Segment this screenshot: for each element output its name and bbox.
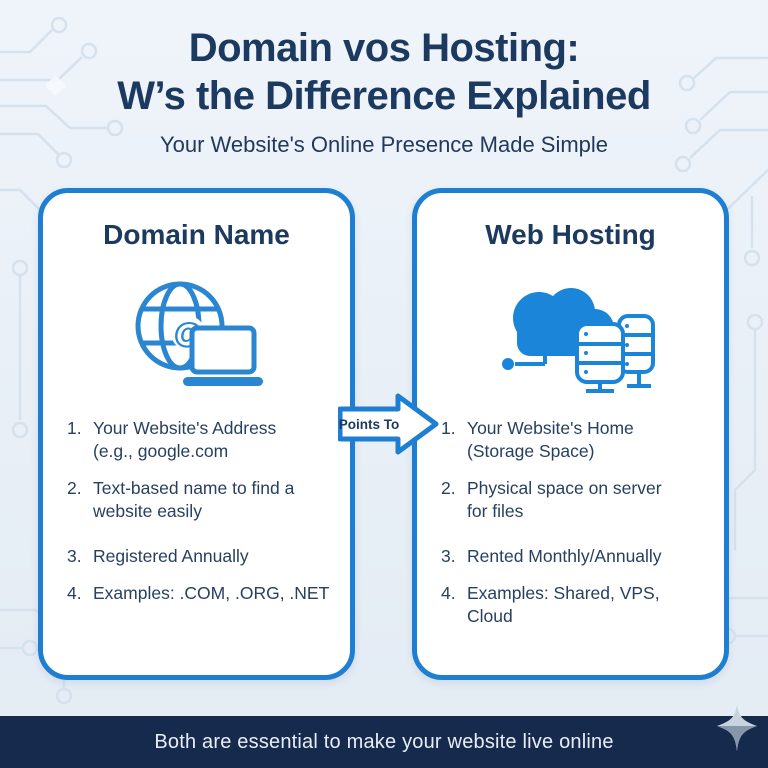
item-number: 2.: [441, 478, 456, 498]
item-text: Your Website's Home (Storage Space): [467, 418, 634, 461]
item-text: Your Website's Address (e.g., google.com: [93, 418, 277, 461]
domain-feature-list: 1. Your Website's Address (e.g., google.…: [43, 411, 350, 605]
header: Domain vos Hosting: W’s the Difference E…: [0, 24, 768, 158]
item-number: 2.: [67, 478, 82, 498]
list-item: 4. Examples: .COM, .ORG, .NET: [67, 582, 336, 605]
list-item: 4. Examples: Shared, VPS, Cloud: [441, 582, 710, 628]
item-text: Examples: .COM, .ORG, .NET: [93, 583, 330, 603]
list-item: 3. Registered Annually: [67, 545, 336, 568]
block-arrow-right-icon: [338, 393, 439, 455]
page-title: Domain vos Hosting: W’s the Difference E…: [0, 24, 768, 120]
item-text: Rented Monthly/Annually: [467, 546, 662, 566]
page-title-line2: W’s the Difference Explained: [117, 74, 651, 118]
item-number: 4.: [441, 583, 456, 603]
page-title-line1: Domain vos Hosting:: [188, 26, 580, 70]
item-number: 1.: [441, 418, 456, 438]
domain-name-card: Domain Name @ 1. Your Website's Address …: [38, 188, 355, 680]
footer-text: Both are essential to make your website …: [154, 730, 614, 753]
item-text: Text-based name to find a website easily: [93, 478, 295, 521]
web-hosting-card: Web Hosting: [412, 188, 729, 680]
item-number: 3.: [67, 546, 82, 566]
list-item: 2. Physical space on server for files: [441, 477, 710, 523]
item-text: Physical space on server for files: [467, 478, 662, 521]
sparkle-icon: [717, 705, 757, 751]
page-subtitle: Your Website's Online Presence Made Simp…: [159, 132, 609, 157]
list-item: 1. Your Website's Home (Storage Space): [441, 417, 710, 463]
domain-icon-wrap: @: [43, 259, 350, 411]
hosting-icon-wrap: [417, 259, 724, 411]
hosting-card-title: Web Hosting: [485, 219, 656, 250]
item-text: Examples: Shared, VPS, Cloud: [467, 583, 660, 626]
list-item: 2. Text-based name to find a website eas…: [67, 477, 336, 523]
points-to-label: Points To: [338, 416, 400, 432]
points-to-connector: Points To: [338, 392, 440, 456]
item-text: Registered Annually: [93, 546, 249, 566]
hosting-feature-list: 1. Your Website's Home (Storage Space) 2…: [417, 411, 724, 628]
footer-banner: Both are essential to make your website …: [0, 716, 768, 768]
globe-laptop-icon: @: [135, 281, 263, 386]
item-number: 3.: [441, 546, 456, 566]
item-number: 4.: [67, 583, 82, 603]
list-item: 1. Your Website's Address (e.g., google.…: [67, 417, 336, 463]
item-number: 1.: [67, 418, 82, 438]
list-item: 3. Rented Monthly/Annually: [441, 545, 710, 568]
domain-card-title: Domain Name: [103, 219, 290, 250]
cloud-servers-icon: [501, 288, 655, 393]
